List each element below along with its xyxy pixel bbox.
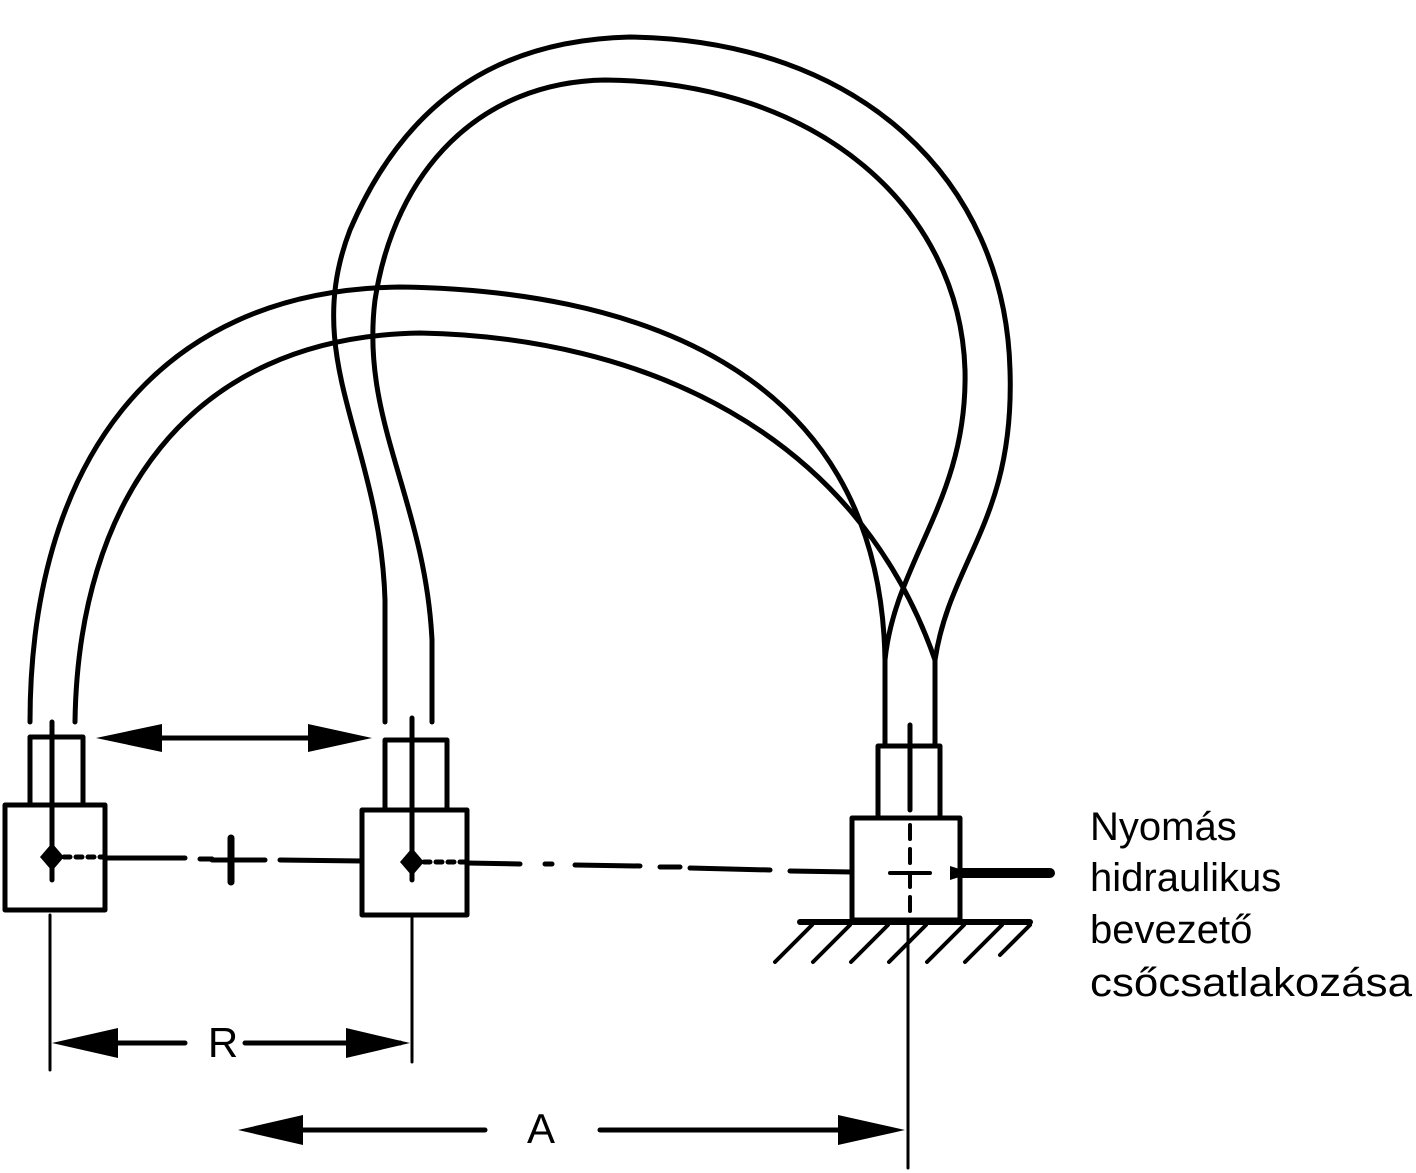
annotation-line-3: bevezető — [1090, 908, 1252, 952]
top-dimension-arrow — [96, 724, 372, 752]
dimension-a-label: A — [527, 1105, 555, 1152]
fixed-fitting — [849, 722, 1055, 923]
dimension-r-label: R — [208, 1019, 238, 1066]
pressure-inlet-annotation: Nyomás hidraulikus bevezető csőcsatlakoz… — [1090, 805, 1413, 1005]
hose-wide-arch — [27, 284, 938, 725]
annotation-line-1: Nyomás — [1090, 805, 1237, 849]
center-line — [49, 834, 855, 886]
ground-symbol — [773, 919, 1033, 1170]
dimension-a: A — [238, 1105, 905, 1152]
hose-tall-loop — [331, 34, 1013, 749]
annotation-line-2: hidraulikus — [1090, 856, 1281, 900]
annotation-line-4: csőcsatlakozása — [1090, 961, 1413, 1005]
middle-fitting — [359, 715, 470, 918]
dimension-r: R — [48, 913, 414, 1072]
left-fitting — [2, 719, 108, 913]
